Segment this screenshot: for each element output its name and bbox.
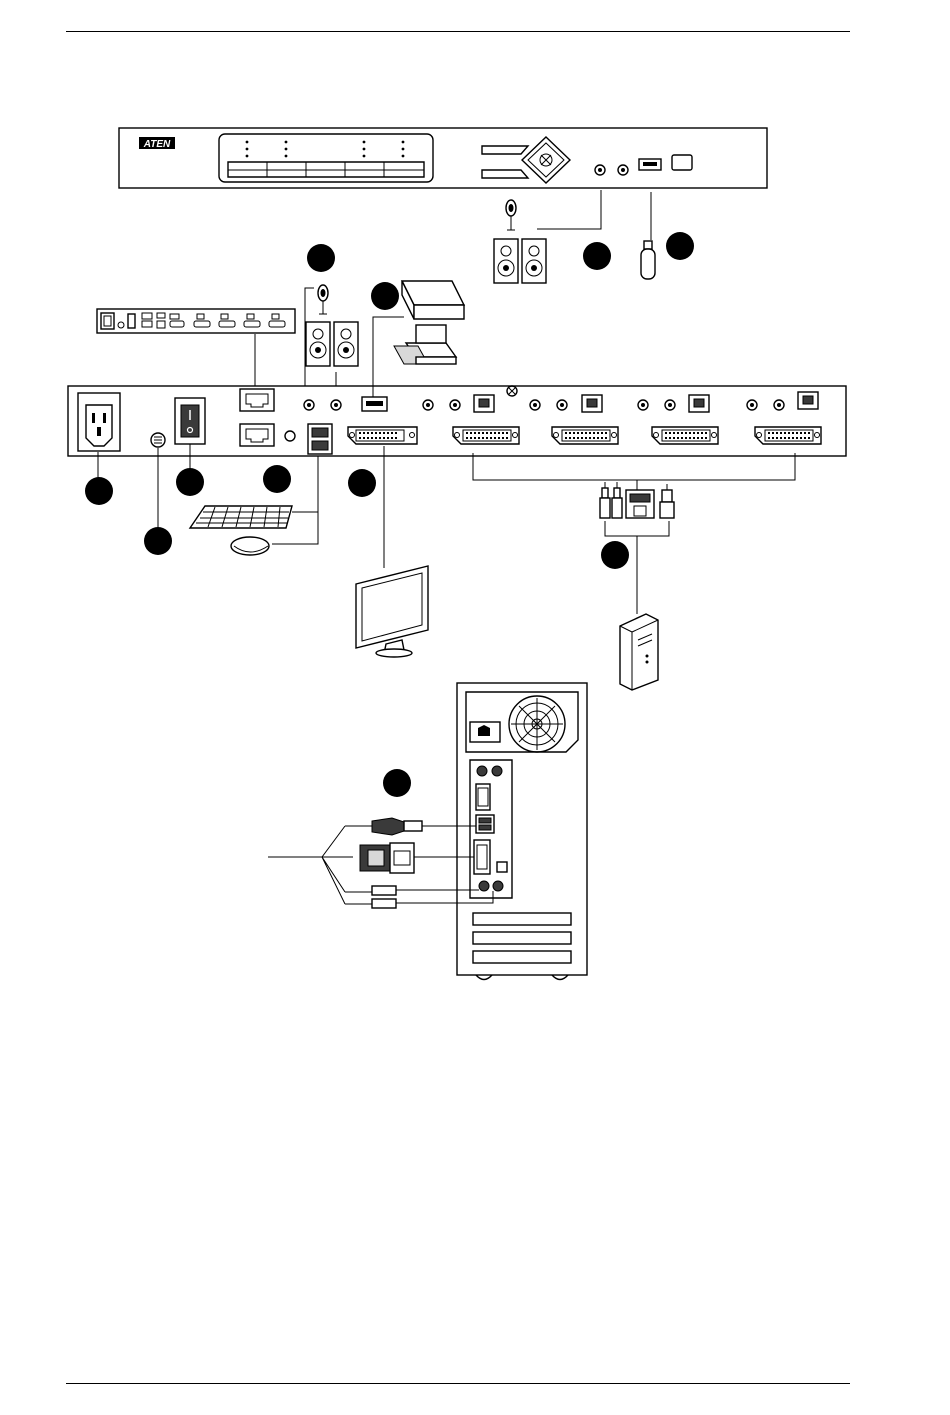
kvm-front-panel: ATEN <box>119 128 767 188</box>
usb-flash-drive-icon <box>641 241 655 279</box>
monitor-icon <box>356 566 428 657</box>
power-socket <box>78 393 120 451</box>
callout-2 <box>144 527 172 555</box>
mounting-screw <box>507 386 517 396</box>
server-tower-icon <box>620 614 658 690</box>
console-usb-ports <box>308 424 332 454</box>
callout-7 <box>348 469 376 497</box>
kvm-port-1 <box>423 395 519 444</box>
rear-panel-thumbnail <box>97 309 295 333</box>
navigation-pad <box>522 137 570 183</box>
callout-6 <box>371 282 399 310</box>
kvm-port-4 <box>747 392 821 444</box>
callout-4 <box>263 465 291 493</box>
callout-8 <box>583 242 611 270</box>
callout-5 <box>307 244 335 272</box>
leader-front-audio <box>537 190 601 229</box>
usb-hub-icon <box>402 281 464 319</box>
kvm-port-2 <box>530 395 618 444</box>
led-window <box>672 155 692 170</box>
front-usb-port <box>639 159 661 170</box>
aten-logo: ATEN <box>139 137 175 150</box>
front-audio-jacks <box>595 165 628 175</box>
callout-3 <box>176 468 204 496</box>
usb-peripheral-port <box>362 397 387 411</box>
callout-1 <box>85 477 113 505</box>
mode-buttons <box>482 146 528 178</box>
mouse-icon <box>231 537 269 555</box>
callout-9 <box>666 232 694 260</box>
callout-10 <box>601 541 629 569</box>
kvm-cable-ends <box>268 818 493 908</box>
keyboard-icon <box>190 506 292 528</box>
console-microphone-icon <box>318 285 328 314</box>
computer-rear-panel <box>457 683 587 980</box>
printer-icon <box>394 325 456 364</box>
audio-cable-plugs <box>372 886 493 908</box>
front-speakers-icon <box>494 239 546 283</box>
front-microphone-icon <box>506 200 516 230</box>
brand-logo-text: ATEN <box>143 139 171 150</box>
console-dvi-port <box>348 427 417 444</box>
console-audio-jacks <box>304 400 341 410</box>
lan-ports <box>240 389 274 446</box>
reset-button <box>285 431 295 441</box>
fan-icon <box>509 696 565 752</box>
callout-11 <box>383 769 411 797</box>
power-switch <box>175 398 205 444</box>
port-selection-buttons <box>219 134 433 182</box>
usb-cable-plug <box>372 818 476 835</box>
ground-terminal <box>151 433 165 447</box>
kvm-port-3 <box>638 395 718 444</box>
console-speakers-icon <box>306 322 358 366</box>
kvm-rear-panel <box>68 386 846 456</box>
